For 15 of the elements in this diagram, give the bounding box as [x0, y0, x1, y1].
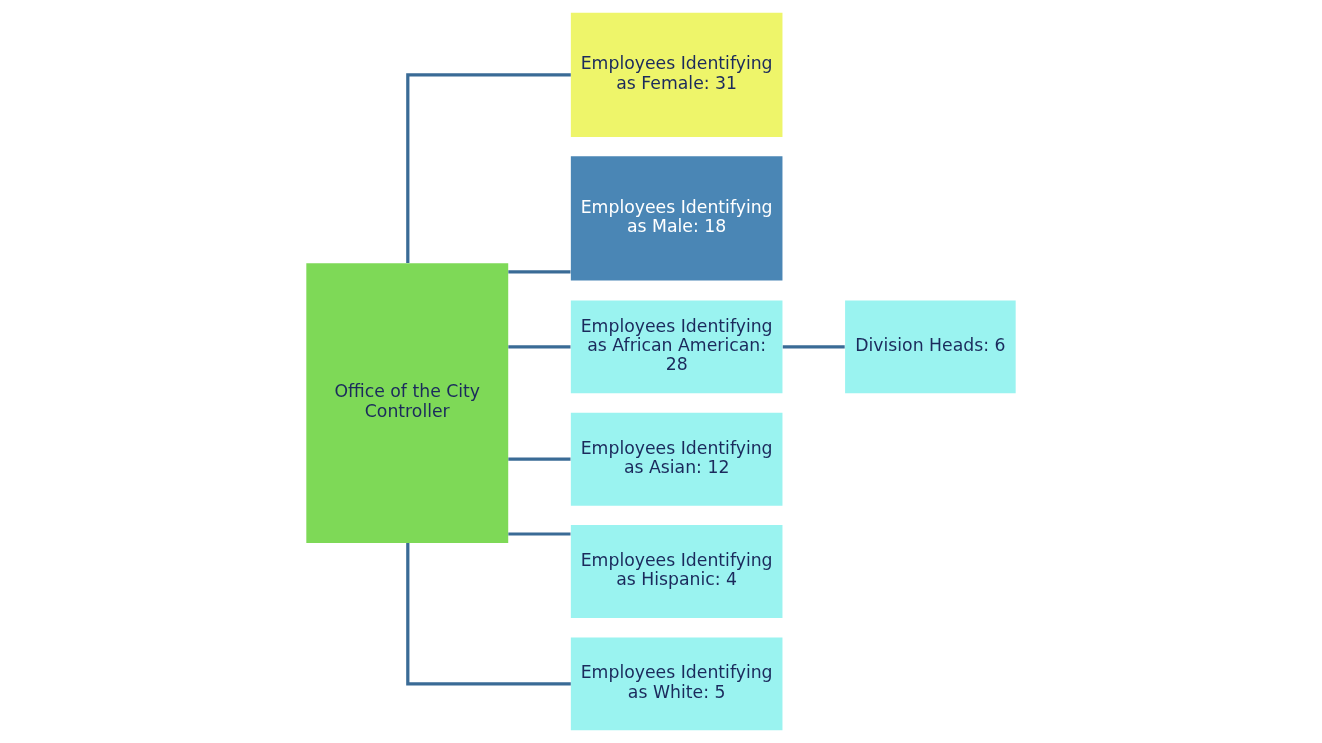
node-box: Employees Identifying as Asian: 12 [570, 412, 783, 506]
connector [406, 543, 571, 686]
connector [508, 345, 571, 349]
connector [508, 532, 571, 536]
node-box: Employees Identifying as Male: 18 [570, 156, 783, 281]
connector [508, 270, 571, 274]
node-box: Employees Identifying as White: 5 [570, 637, 783, 731]
connector [406, 73, 571, 263]
node-box: Employees Identifying as Female: 31 [570, 12, 783, 137]
node-box: Employees Identifying as African American: 28 [570, 300, 783, 394]
node-box: Office of the City Controller [306, 263, 509, 543]
connector [782, 345, 845, 349]
connector [508, 457, 571, 461]
node-box: Employees Identifying as Hispanic: 4 [570, 525, 783, 618]
node-box: Division Heads: 6 [845, 300, 1016, 394]
